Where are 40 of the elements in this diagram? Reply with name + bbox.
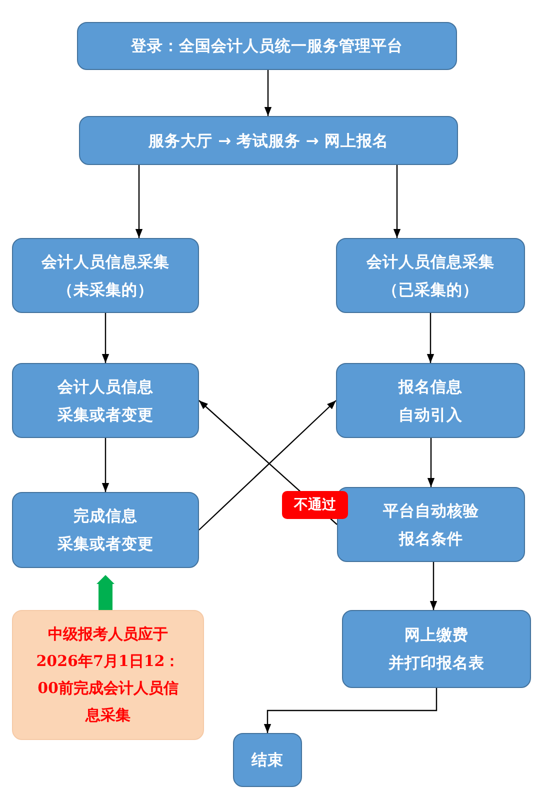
arrow xyxy=(393,165,401,238)
step-text: 自动引入 xyxy=(398,404,462,426)
edge-label: 不通过 xyxy=(282,490,348,519)
arrow xyxy=(135,165,143,238)
step-text: 采集或者变更 xyxy=(58,534,154,555)
arrow xyxy=(264,688,438,733)
step-text: 网上缴费 xyxy=(404,625,468,646)
step-text: 登录：全国会计人员统一服务管理平台 xyxy=(131,36,403,57)
step-text: 服务大厅 → 考试服务 → 网上报名 xyxy=(148,130,388,152)
arrow xyxy=(102,313,110,363)
process-box xyxy=(233,733,302,787)
process-box xyxy=(337,487,525,562)
step-text: 会计人员信息 xyxy=(58,376,154,398)
process-box xyxy=(336,363,525,438)
step-text: 并打印报名表 xyxy=(388,653,484,674)
process-box xyxy=(12,238,199,313)
note-box xyxy=(12,610,204,740)
block-arrow xyxy=(96,575,114,610)
process-box xyxy=(342,610,531,688)
step-text: 报名信息 xyxy=(398,376,462,398)
step-text: 平台自动核验 xyxy=(383,500,479,522)
process-box xyxy=(77,22,457,70)
step-text: 报名条件 xyxy=(399,528,463,550)
process-box xyxy=(12,363,199,438)
note-text: 中级报考人员应于2026年7月1日12：00前完成会计人员信息采集 xyxy=(35,624,181,726)
process-box xyxy=(12,492,199,568)
step-text: 会计人员信息采集 xyxy=(42,252,170,272)
process-box xyxy=(79,116,458,165)
arrow xyxy=(430,562,438,610)
step-text: （已采集的） xyxy=(382,280,478,300)
step-text: 结束 xyxy=(252,750,284,771)
arrow xyxy=(426,313,434,363)
step-text: 完成信息 xyxy=(74,506,138,527)
process-box xyxy=(336,238,525,313)
arrow xyxy=(427,438,435,487)
step-text: 会计人员信息采集 xyxy=(366,252,494,272)
step-text: （未采集的） xyxy=(58,280,154,300)
arrow xyxy=(102,438,110,492)
arrow xyxy=(264,70,272,116)
step-text: 采集或者变更 xyxy=(58,404,154,426)
